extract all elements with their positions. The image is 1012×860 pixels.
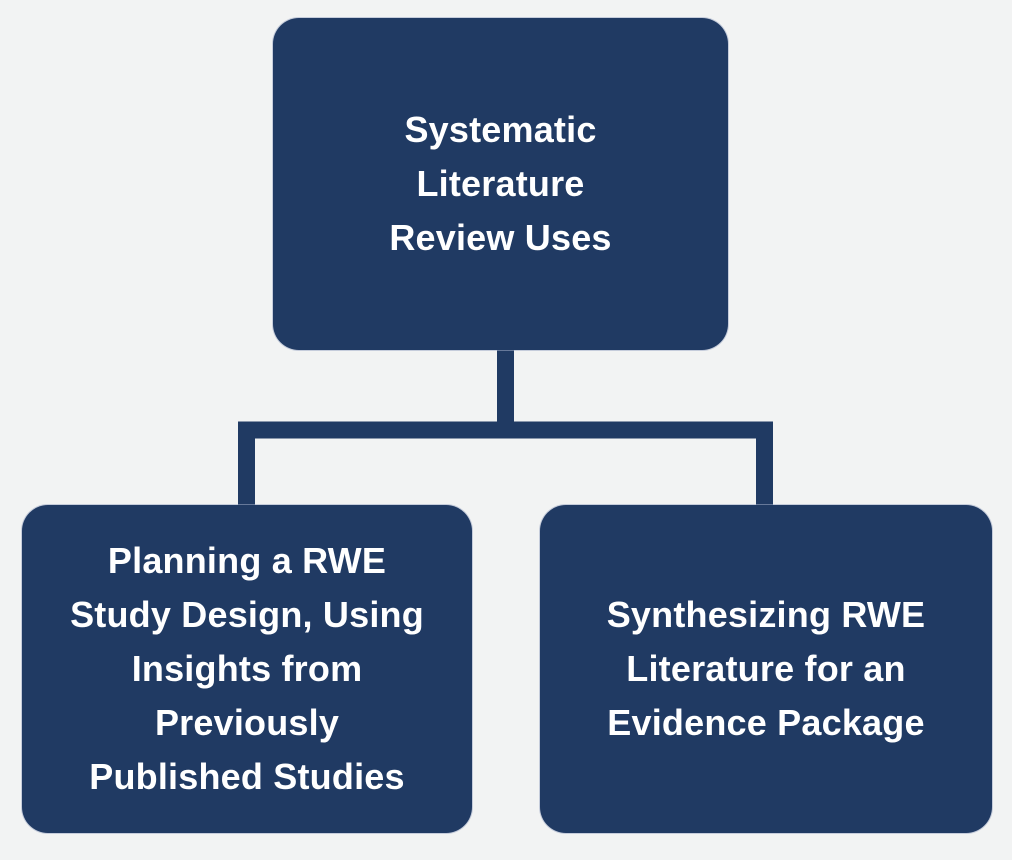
node-systematic-literature-review-uses: Systematic Literature Review Uses — [273, 18, 728, 350]
node-text-line: Literature for an — [626, 648, 906, 689]
node-text-line: Synthesizing RWE — [606, 594, 926, 635]
node-text-line: Literature — [416, 163, 585, 204]
node-text-line: Study Design, Using — [70, 594, 424, 635]
node-synthesizing-rwe-literature: Synthesizing RWE Literature for an Evide… — [540, 505, 992, 833]
node-text-line: Systematic — [404, 109, 597, 150]
node-planning-rwe-study-design: Planning a RWE Study Design, Using Insig… — [22, 505, 472, 833]
node-text-line: Evidence Package — [607, 702, 925, 743]
node-text-line: Planning a RWE — [107, 540, 387, 581]
node-text-line: Previously — [154, 702, 340, 743]
node-text-line: Published Studies — [89, 756, 405, 797]
node-text-line: Insights from — [131, 648, 363, 689]
node-text-line: Review Uses — [389, 217, 612, 258]
